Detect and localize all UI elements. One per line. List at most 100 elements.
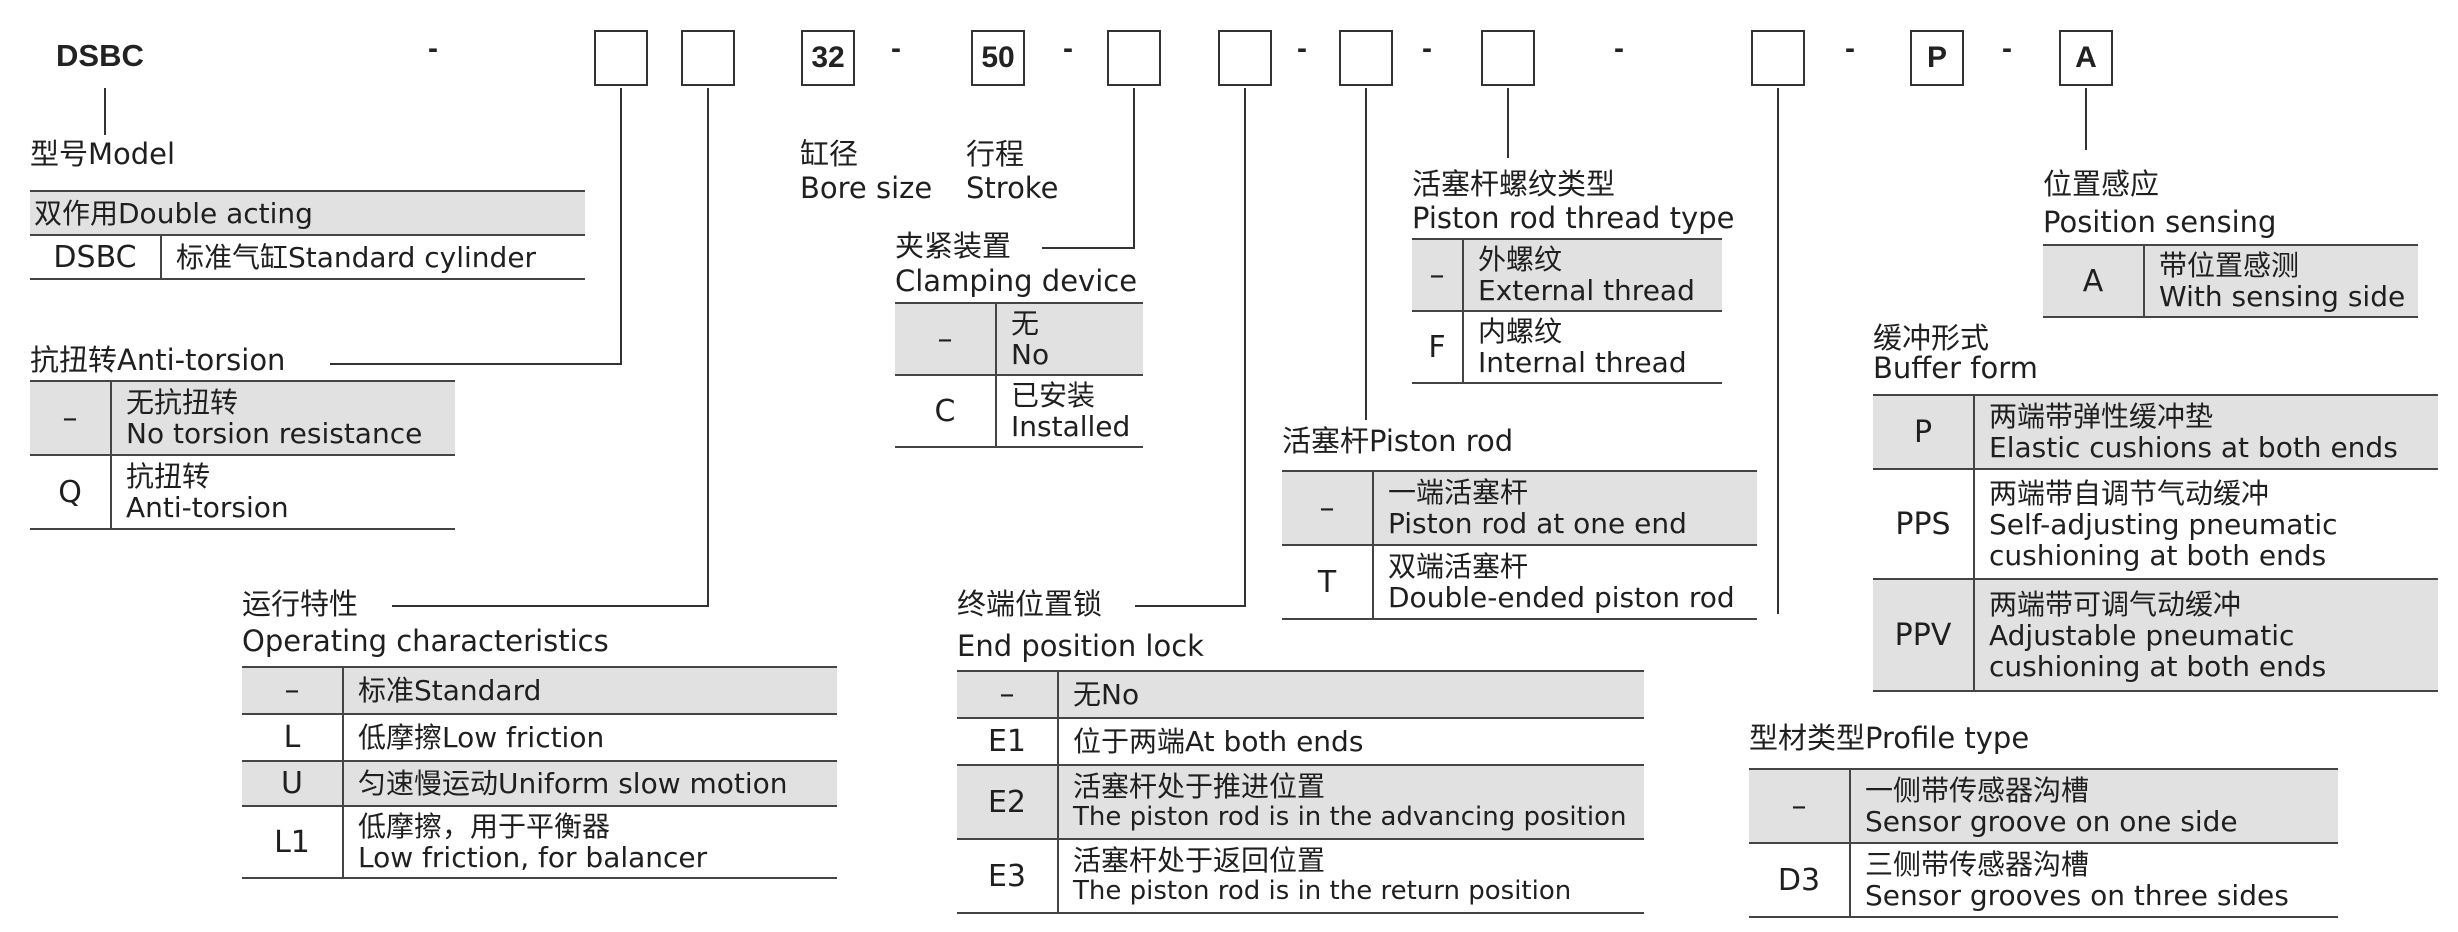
profile-title: 型材类型Profile type <box>1749 721 2030 755</box>
code-box-operating <box>681 30 735 86</box>
row-code: E2 <box>957 765 1059 839</box>
row-desc: 位于两端At both ends <box>1073 725 1364 758</box>
row-desc-cn: 两端带自调节气动缓冲 <box>1989 476 2270 510</box>
model-row-label: 双作用Double acting <box>34 196 313 230</box>
code-box-clamping <box>1107 30 1161 86</box>
bore-title-en: Bore size <box>800 171 933 205</box>
row-desc-en-2: cushioning at both ends <box>1989 538 2327 572</box>
row-desc-en: Self-adjusting pneumatic <box>1989 507 2338 541</box>
row-code: A <box>2043 245 2145 317</box>
clamping-title-cn: 夹紧装置 <box>895 229 1012 263</box>
row-desc-en: The piston rod is in the return position <box>1073 876 1572 906</box>
row-desc-en: Low friction, for balancer <box>358 841 708 874</box>
thread-title-cn: 活塞杆螺纹类型 <box>1412 167 1616 201</box>
row-desc-cn: 抗扭转 <box>126 460 211 493</box>
row-desc-en: The piston rod is in the advancing posit… <box>1073 802 1627 832</box>
code-box-profile <box>1751 30 1805 86</box>
bore-title-cn: 缸径 <box>800 137 859 171</box>
separator-dash: - <box>1063 32 1073 65</box>
piston-rod-title: 活塞杆Piston rod <box>1282 424 1514 458</box>
row-code: – <box>1412 239 1464 311</box>
clamping-title-en: Clamping device <box>895 264 1138 298</box>
row-code: T <box>1282 545 1374 619</box>
row-code: D3 <box>1749 843 1851 917</box>
separator-dash: - <box>1845 32 1855 65</box>
row-desc: 低摩擦Low friction <box>358 721 605 754</box>
row-desc-en: Internal thread <box>1478 346 1687 379</box>
stroke-title-en: Stroke <box>966 171 1059 205</box>
row-desc: 标准Standard <box>358 674 542 707</box>
row-desc-cn: 已安装 <box>1011 379 1096 412</box>
row-code: E1 <box>957 718 1059 765</box>
code-box-piston-rod <box>1339 30 1393 86</box>
code-box-position: A <box>2059 30 2113 86</box>
line-end-lock <box>1135 88 1246 607</box>
row-code: F <box>1412 311 1464 383</box>
stroke-title-cn: 行程 <box>966 137 1025 171</box>
table-row: 双作用Double acting <box>30 191 585 235</box>
separator-dash: - <box>2002 32 2012 65</box>
row-desc-en: Double-ended piston rod <box>1388 581 1735 614</box>
table-row: E1 位于两端At both ends <box>957 718 1644 765</box>
row-desc-en: No torsion resistance <box>126 417 423 450</box>
anti-torsion-title: 抗扭转Anti-torsion <box>30 343 286 377</box>
row-desc-cn: 低摩擦，用于平衡器 <box>358 810 611 843</box>
row-desc-en: Adjustable pneumatic <box>1989 618 2295 652</box>
separator-dash: - <box>1614 32 1624 65</box>
table-row: L 低摩擦Low friction <box>242 714 837 761</box>
row-desc-cn: 两端带弹性缓冲垫 <box>1989 400 2214 433</box>
model-title: 型号Model <box>30 137 176 171</box>
code-box-bore: 32 <box>801 30 855 86</box>
separator-dash: - <box>428 32 438 65</box>
row-desc-en-2: cushioning at both ends <box>1989 649 2327 683</box>
code-box-end-lock <box>1218 30 1272 86</box>
row-desc-cn: 双端活塞杆 <box>1388 550 1529 583</box>
operating-table: – 标准Standard L 低摩擦Low friction U 匀速慢运动Un… <box>242 666 837 879</box>
table-row: DSBC 标准气缸Standard cylinder <box>30 235 585 279</box>
line-clamping <box>1042 88 1135 249</box>
row-code: – <box>242 667 344 714</box>
row-desc-cn: 外螺纹 <box>1478 243 1563 276</box>
operating-title-cn: 运行特性 <box>242 587 359 621</box>
table-row: U 匀速慢运动Uniform slow motion <box>242 761 837 806</box>
row-desc: 匀速慢运动Uniform slow motion <box>358 767 788 800</box>
row-code: – <box>957 671 1059 718</box>
row-code: L <box>242 714 344 761</box>
row-desc-cn: 无抗扭转 <box>126 386 239 419</box>
row-code: – <box>30 381 112 455</box>
row-desc-en: External thread <box>1478 274 1695 307</box>
row-code: – <box>1749 769 1851 843</box>
thread-title-en: Piston rod thread type <box>1412 201 1735 235</box>
table-row: – 无No <box>957 671 1644 718</box>
row-desc: 无No <box>1073 678 1140 711</box>
row-desc-en: Anti-torsion <box>126 491 289 524</box>
row-code: PPV <box>1873 579 1975 691</box>
separator-dash: - <box>1422 32 1432 65</box>
buffer-title-en: Buffer form <box>1873 351 2038 385</box>
model-code: DSBC <box>56 38 144 73</box>
row-code: U <box>242 761 344 806</box>
row-desc-en: Piston rod at one end <box>1388 507 1687 540</box>
end-lock-title-cn: 终端位置锁 <box>957 587 1103 621</box>
position-title-en: Position sensing <box>2043 205 2277 239</box>
model-table: 双作用Double acting DSBC 标准气缸Standard cylin… <box>30 190 585 280</box>
